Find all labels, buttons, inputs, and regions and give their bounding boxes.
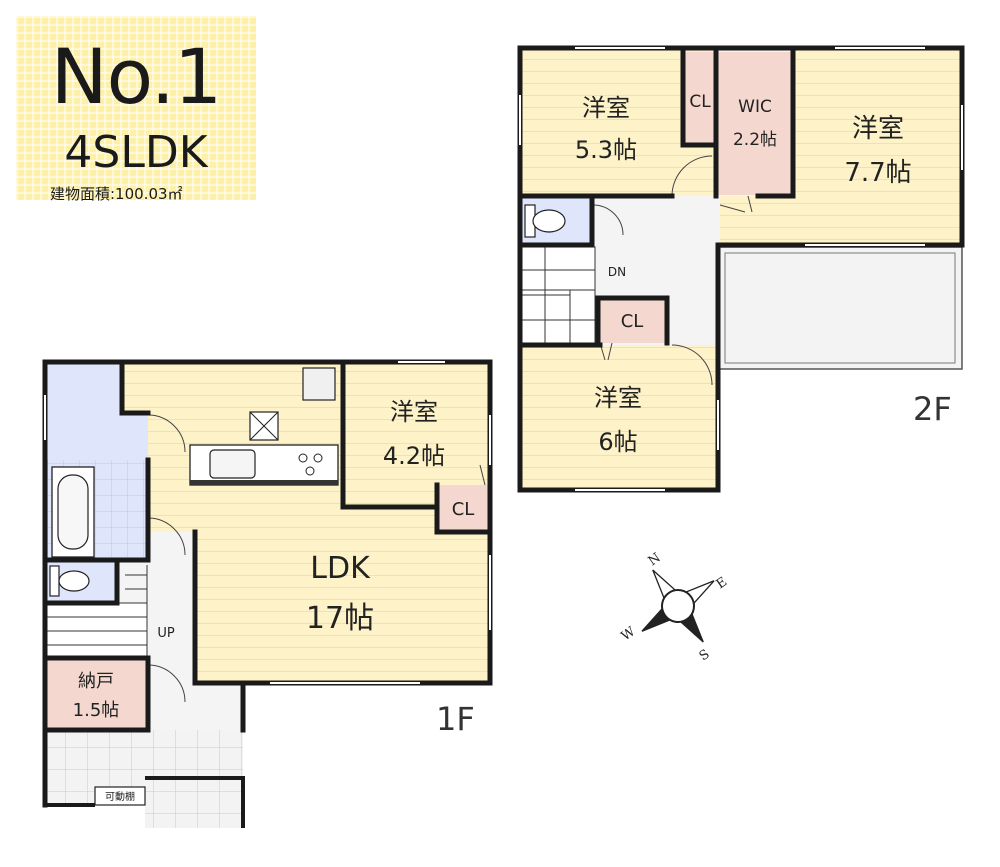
room-4-2-label: 洋室 (390, 398, 438, 426)
f1-outer-bottom (45, 776, 245, 828)
bathtub-basin (57, 474, 89, 550)
room-5-3-size: 5.3帖 (575, 136, 637, 164)
compass-e: E (714, 575, 730, 593)
room-6-label: 洋室 (594, 384, 642, 412)
f2-windows (519, 47, 963, 491)
shelf-box (94, 786, 146, 806)
floor-2 (517, 45, 965, 493)
layout-type: 4SLDK (64, 127, 208, 178)
wic-label: WIC (738, 97, 772, 117)
room-7-7 (720, 48, 962, 245)
room-labels: LDK 17帖 洋室 4.2帖 CL 納戸 1.5帖 UP 可動棚 洋室 5.3… (73, 92, 912, 803)
room-5-3-label: 洋室 (582, 94, 630, 122)
f1-walls (42, 359, 493, 808)
f1-doors (147, 414, 486, 703)
dn-label: DN (608, 265, 626, 279)
compass-s: S (697, 647, 713, 664)
title-box: No.1 4SLDK 建物面積:100.03㎡ (16, 16, 256, 203)
building-area: 建物面積:100.03㎡ (50, 185, 183, 203)
balcony (717, 246, 963, 370)
compass-w: W (619, 624, 639, 644)
plan-number: No.1 (50, 32, 223, 121)
wic-size: 2.2帖 (733, 130, 777, 150)
room-4-2-size: 4.2帖 (383, 442, 445, 470)
sink-icon (209, 449, 256, 479)
room-4-2 (343, 362, 490, 507)
fridge-icon (302, 367, 336, 401)
room-7-7-label: 洋室 (852, 114, 904, 144)
washroom (45, 362, 148, 460)
f2-closet-top (683, 52, 716, 145)
storage-room (45, 660, 148, 730)
room-7-7-size: 7.7帖 (844, 158, 911, 188)
floor-2-label: 2F (913, 390, 952, 428)
floor-1-label: 1F (436, 700, 475, 738)
f1-closet (437, 485, 490, 532)
f2-doors (592, 155, 753, 386)
room-6 (520, 345, 718, 490)
stove-icon (298, 453, 308, 463)
f1-windows (44, 361, 491, 684)
storage-size: 1.5帖 (73, 700, 120, 721)
ldk-room (122, 362, 490, 683)
toilet-icon (49, 565, 90, 597)
wic-room (718, 52, 793, 195)
f2-walls (517, 45, 965, 493)
up-label: UP (157, 626, 175, 641)
ldk-label: LDK (310, 551, 371, 586)
f1-closet-label: CL (452, 499, 475, 520)
entrance-step (145, 778, 243, 828)
f1-stairs (44, 565, 148, 659)
kitchen-counter (189, 444, 339, 486)
toilet-icon-2f (524, 204, 566, 238)
ldk-size: 17帖 (306, 601, 374, 636)
storage-label: 納戸 (78, 671, 114, 692)
floor-1 (42, 359, 493, 828)
f2-closet-mid-label: CL (621, 311, 644, 332)
f2-closet-mid (598, 298, 667, 343)
shelf-label: 可動棚 (105, 790, 135, 803)
f2-closet-top-label: CL (689, 92, 711, 112)
compass-n: N (646, 550, 664, 569)
f2-stairs (519, 246, 596, 346)
room-6-size: 6帖 (598, 428, 637, 456)
compass-icon (641, 569, 715, 643)
